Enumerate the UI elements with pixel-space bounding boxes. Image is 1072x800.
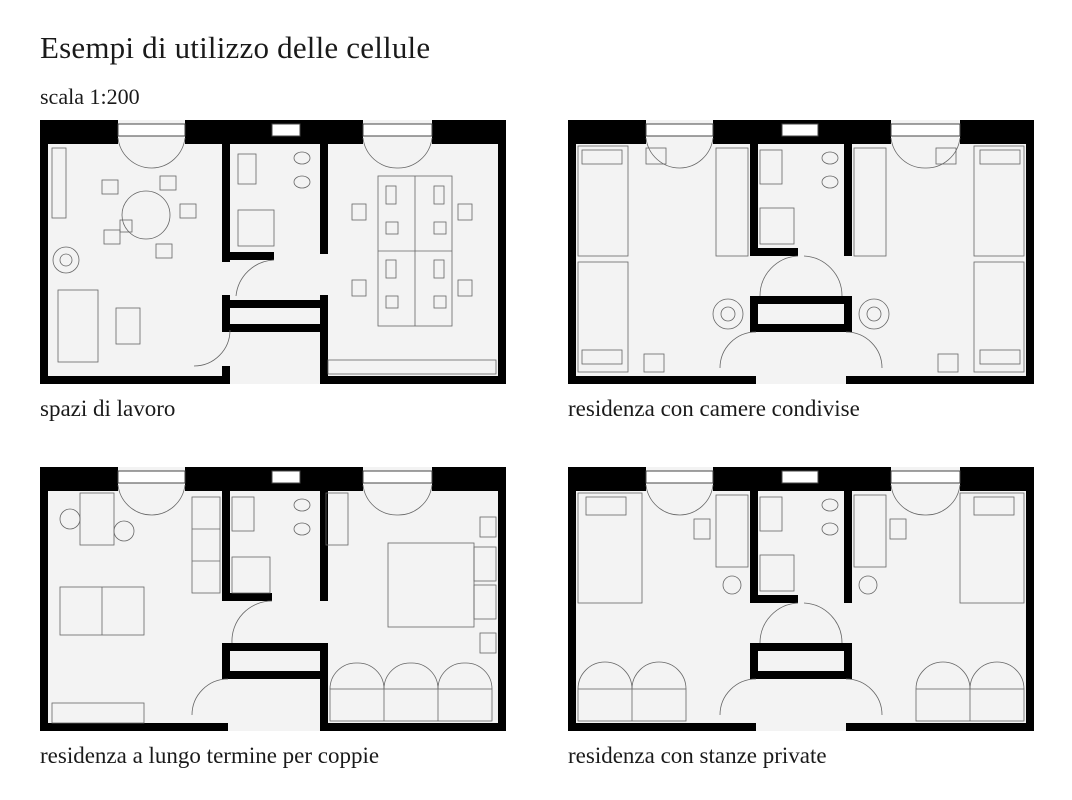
floor-plan-work	[40, 120, 506, 384]
caption-couples: residenza a lungo termine per coppie	[40, 743, 380, 768]
page-title: Esempi di utilizzo delle cellule	[40, 30, 431, 65]
caption-work: spazi di lavoro	[40, 396, 176, 421]
floor-plan-private	[568, 467, 1034, 731]
scale-label: scala 1:200	[40, 84, 140, 109]
floor-plan-shared	[568, 120, 1034, 384]
floor-plan-couples	[40, 467, 506, 731]
caption-shared: residenza con camere condivise	[568, 396, 860, 421]
caption-private: residenza con stanze private	[568, 743, 827, 768]
